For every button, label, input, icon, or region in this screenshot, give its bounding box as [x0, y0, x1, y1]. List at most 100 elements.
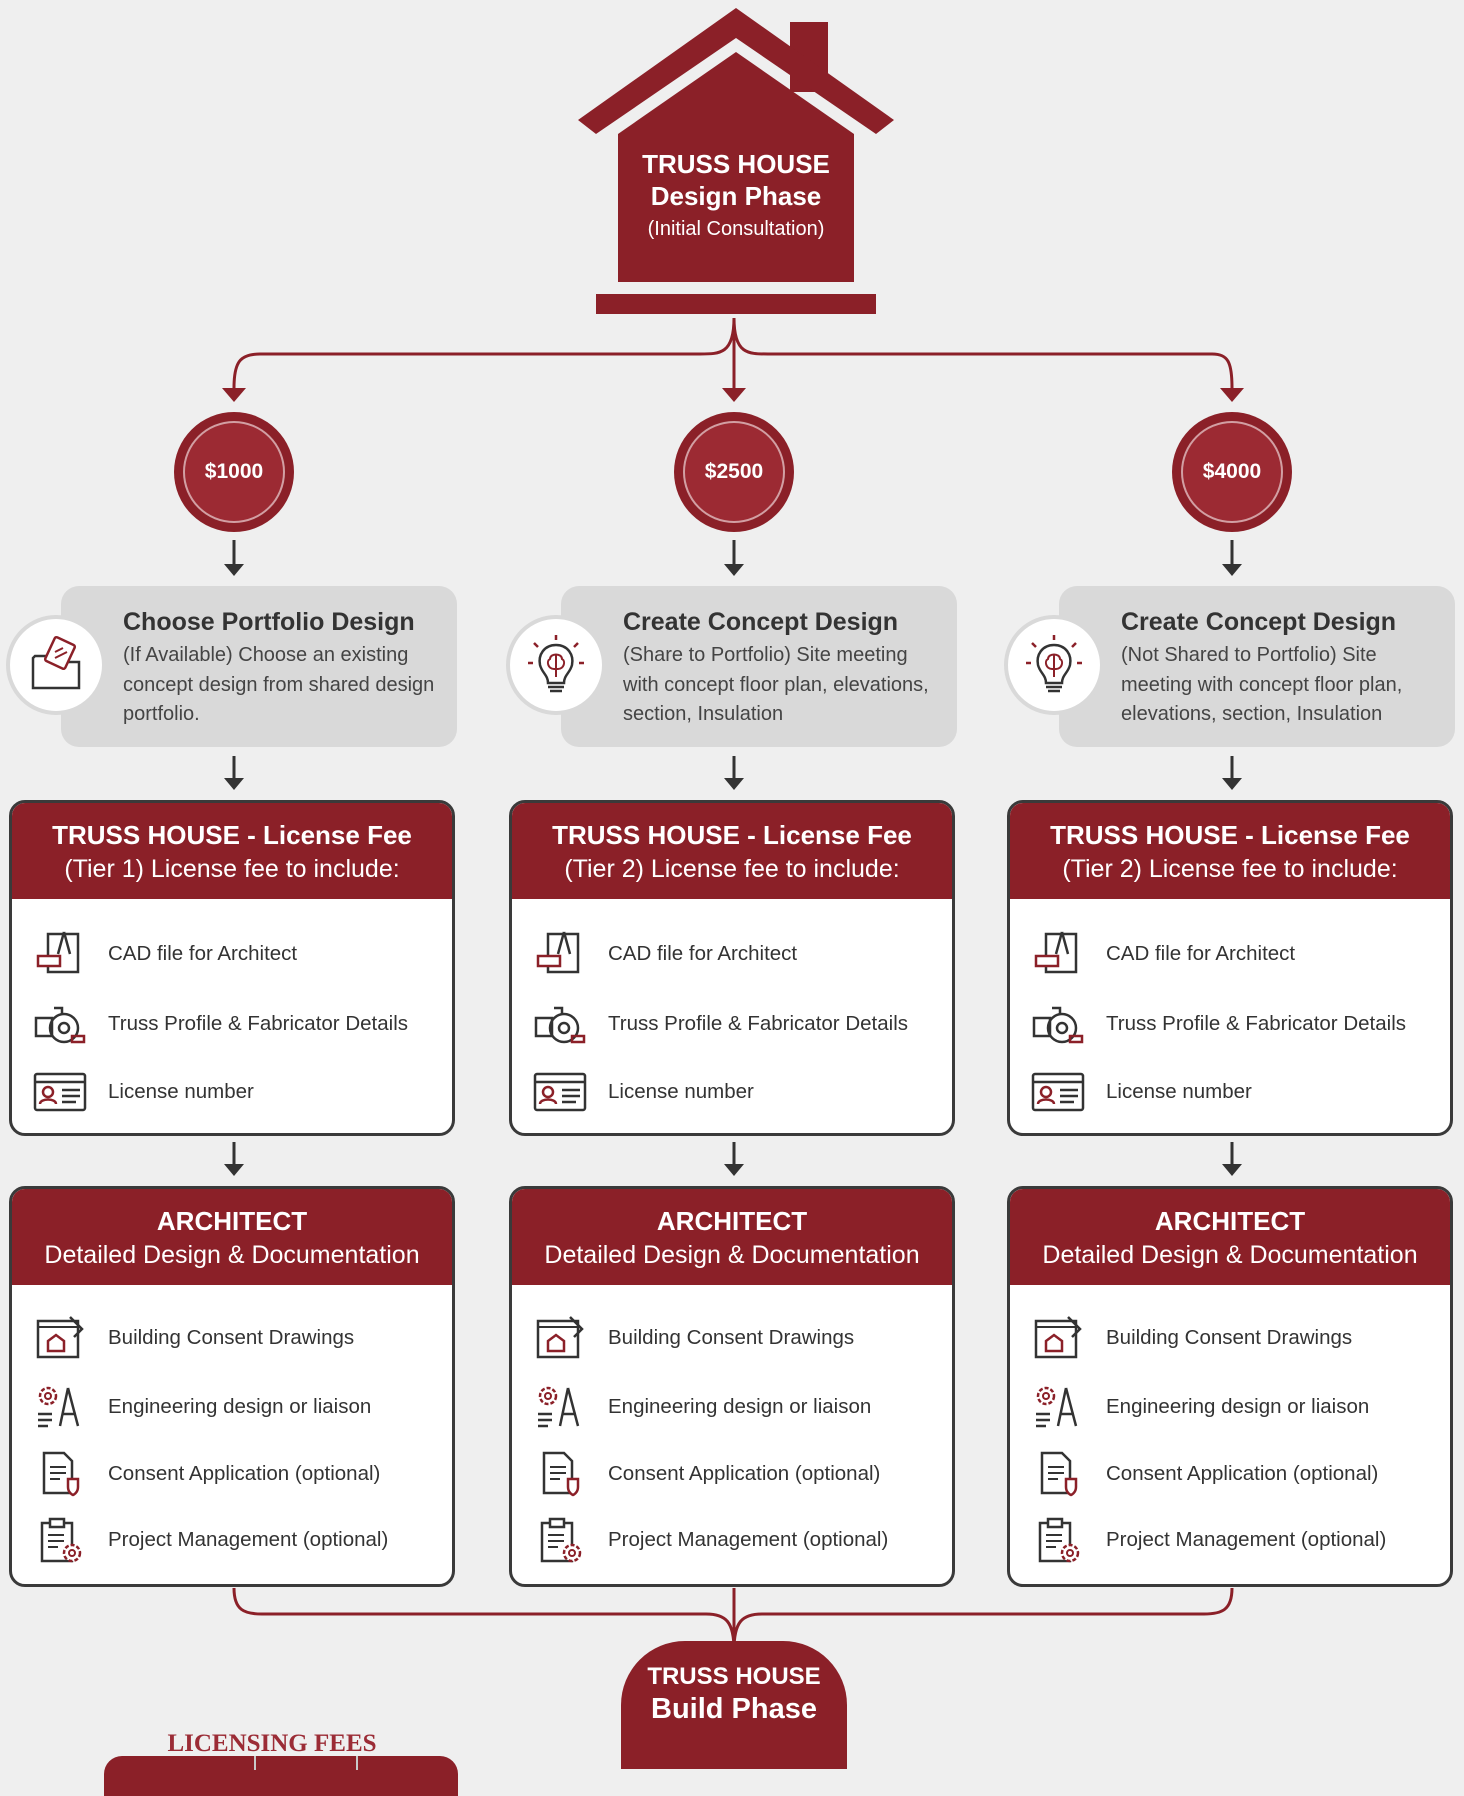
item-label: Engineering design or liaison [1106, 1395, 1370, 1418]
price-label: $2500 [704, 460, 764, 483]
architect-subtitle: Detailed Design & Documentation [44, 1241, 420, 1269]
option-description: (Share to Portfolio) Site meeting with c… [623, 644, 929, 725]
license-title: TRUSS HOUSE - License Fee [1050, 820, 1410, 850]
license-subtitle: (Tier 2) License fee to include: [1062, 855, 1398, 883]
item-label: CAD file for Architect [108, 942, 298, 965]
item-label: Consent Application (optional) [108, 1462, 381, 1485]
item-label: Truss Profile & Fabricator Details [608, 1012, 908, 1035]
option-box: Create Concept Design (Not Shared to Por… [1059, 586, 1455, 747]
licensing-fees-heading: LICENSING FEES [167, 1730, 377, 1757]
document-shield-icon [1030, 1449, 1086, 1499]
item-label: Truss Profile & Fabricator Details [1106, 1012, 1406, 1035]
item-label: Building Consent Drawings [608, 1326, 855, 1349]
price-circle: $4000 [1172, 412, 1292, 532]
list-item: Consent Application (optional) [1030, 1449, 1378, 1499]
item-label: Project Management (optional) [1106, 1528, 1387, 1551]
list-item: CAD file for Architect [32, 929, 297, 979]
item-label: Consent Application (optional) [608, 1462, 881, 1485]
document-shield-icon [32, 1449, 88, 1499]
list-item: Consent Application (optional) [32, 1449, 380, 1499]
lightbulb-brain-icon [1004, 615, 1104, 715]
item-label: Project Management (optional) [608, 1528, 889, 1551]
option-title: Choose Portfolio Design [123, 608, 415, 636]
item-label: CAD file for Architect [608, 942, 798, 965]
option-box: Create Concept Design (Share to Portfoli… [561, 586, 957, 747]
item-label: License number [1106, 1080, 1252, 1103]
option-description: (If Available) Choose an existing concep… [123, 644, 435, 725]
header-title-line2: Design Phase [650, 181, 822, 211]
license-card: TRUSS HOUSE - License Fee (Tier 2) Licen… [509, 800, 955, 1136]
build-line1: TRUSS HOUSE [647, 1663, 821, 1690]
id-card-icon [32, 1067, 88, 1117]
item-label: CAD file for Architect [1106, 942, 1296, 965]
cad-drafting-icon [1030, 929, 1086, 979]
option-description: (Not Shared to Portfolio) Site meeting w… [1121, 644, 1403, 725]
license-card: TRUSS HOUSE - License Fee (Tier 2) Licen… [1007, 800, 1453, 1136]
table-divider [356, 1756, 358, 1770]
gear-compass-icon [532, 1382, 588, 1432]
item-label: Building Consent Drawings [108, 1326, 355, 1349]
option-title: Create Concept Design [1121, 608, 1397, 636]
price-circle: $2500 [674, 412, 794, 532]
list-item: License number [532, 1067, 754, 1117]
header-subtitle: (Initial Consultation) [647, 218, 825, 240]
blueprint-icon [1030, 1313, 1086, 1363]
list-item: Truss Profile & Fabricator Details [32, 999, 408, 1049]
item-label: Truss Profile & Fabricator Details [108, 1012, 408, 1035]
license-title: TRUSS HOUSE - License Fee [552, 820, 912, 850]
clipboard-gear-icon [1030, 1515, 1086, 1565]
circular-saw-icon [1030, 999, 1086, 1049]
price-label: $1000 [204, 460, 264, 483]
price-circle: $1000 [174, 412, 294, 532]
header-title-line1: TRUSS HOUSE [642, 149, 830, 179]
list-item: License number [1030, 1067, 1252, 1117]
architect-card: ARCHITECT Detailed Design & Documentatio… [9, 1186, 455, 1587]
item-label: License number [608, 1080, 754, 1103]
build-line2: Build Phase [651, 1693, 817, 1725]
list-item: Building Consent Drawings [1030, 1313, 1352, 1363]
price-label: $4000 [1202, 460, 1262, 483]
option-title: Create Concept Design [623, 608, 899, 636]
folder-design-icon [6, 615, 106, 715]
list-item: Project Management (optional) [32, 1515, 388, 1565]
architect-subtitle: Detailed Design & Documentation [544, 1241, 920, 1269]
blueprint-icon [532, 1313, 588, 1363]
item-label: Project Management (optional) [108, 1528, 389, 1551]
clipboard-gear-icon [532, 1515, 588, 1565]
list-item: Project Management (optional) [1030, 1515, 1386, 1565]
cad-drafting-icon [32, 929, 88, 979]
list-item: License number [32, 1067, 254, 1117]
list-item: Engineering design or liaison [1030, 1382, 1369, 1432]
license-subtitle: (Tier 1) License fee to include: [64, 855, 400, 883]
list-item: Consent Application (optional) [532, 1449, 880, 1499]
item-label: License number [108, 1080, 254, 1103]
circular-saw-icon [532, 999, 588, 1049]
cad-drafting-icon [532, 929, 588, 979]
list-item: Building Consent Drawings [32, 1313, 354, 1363]
licensing-fees-table [104, 1756, 458, 1796]
list-item: Truss Profile & Fabricator Details [532, 999, 908, 1049]
license-subtitle: (Tier 2) License fee to include: [564, 855, 900, 883]
build-phase-badge: TRUSS HOUSE Build Phase [621, 1641, 847, 1769]
list-item: Engineering design or liaison [532, 1382, 871, 1432]
list-item: Project Management (optional) [532, 1515, 888, 1565]
license-title: TRUSS HOUSE - License Fee [52, 820, 412, 850]
list-item: Truss Profile & Fabricator Details [1030, 999, 1406, 1049]
house-icon [578, 8, 894, 314]
item-label: Consent Application (optional) [1106, 1462, 1379, 1485]
id-card-icon [532, 1067, 588, 1117]
list-item: CAD file for Architect [532, 929, 797, 979]
item-label: Building Consent Drawings [1106, 1326, 1353, 1349]
table-divider [254, 1756, 256, 1770]
blueprint-icon [32, 1313, 88, 1363]
circular-saw-icon [32, 999, 88, 1049]
list-item: Engineering design or liaison [32, 1382, 371, 1432]
house-label: TRUSS HOUSE Design Phase (Initial Consul… [620, 148, 852, 244]
list-item: CAD file for Architect [1030, 929, 1295, 979]
document-shield-icon [532, 1449, 588, 1499]
gear-compass-icon [1030, 1382, 1086, 1432]
item-label: Engineering design or liaison [608, 1395, 872, 1418]
lightbulb-brain-icon [506, 615, 606, 715]
option-box: Choose Portfolio Design (If Available) C… [61, 586, 457, 747]
